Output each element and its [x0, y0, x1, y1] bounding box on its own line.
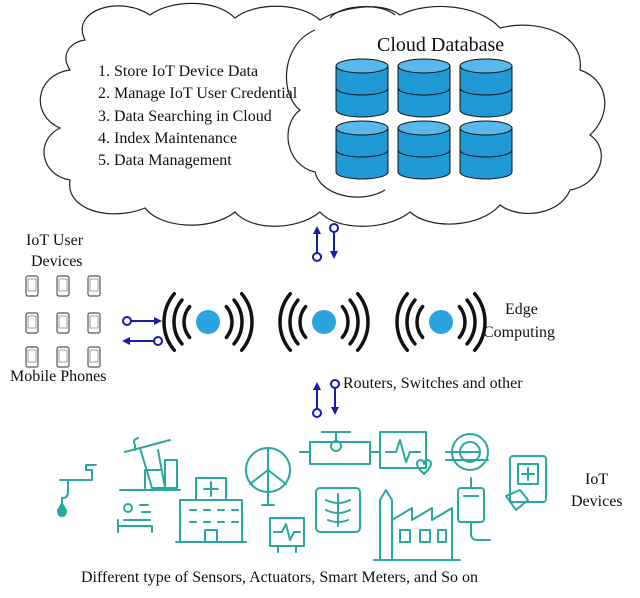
- database-cylinder-icon: [397, 58, 451, 118]
- iot-devices-label-line2: Devices: [571, 493, 623, 510]
- mobile-phone-icon: [25, 275, 39, 297]
- xray-icon: [315, 487, 361, 533]
- cloud-database-title: Cloud Database: [377, 34, 505, 56]
- iot-devices-label-line1: IoT: [585, 471, 609, 488]
- cloud-function-item: 2. Manage IoT User Credential: [98, 85, 298, 103]
- mobile-phone-icon: [56, 346, 70, 368]
- iot-devices-caption: Different type of Sensors, Actuators, Sm…: [81, 569, 478, 586]
- mobile-phones-caption: Mobile Phones: [10, 368, 107, 385]
- iot-user-devices-title-line1: IoT User: [26, 232, 84, 249]
- mobile-phone-icon: [87, 312, 101, 334]
- wireless-router-icon: [278, 291, 370, 353]
- mobile-phone-icon: [25, 312, 39, 334]
- mobile-phone-icon: [87, 275, 101, 297]
- hospital-icon: [175, 477, 247, 543]
- database-cylinder-icon: [397, 120, 451, 180]
- cloud-function-item: 1. Store IoT Device Data: [98, 63, 259, 80]
- wireless-router-icon: [162, 291, 254, 353]
- heartbeat-monitor-icon: [379, 431, 432, 475]
- patient-bed-icon: [117, 503, 153, 533]
- wind-turbine-icon: [245, 447, 291, 506]
- iot-user-devices-title-line2: Devices: [31, 253, 83, 270]
- database-cylinder-icon: [335, 120, 389, 180]
- cloud-function-item: 5. Data Management: [98, 152, 232, 170]
- wireless-router-icon: [395, 291, 487, 353]
- mobile-phone-group: [25, 275, 101, 368]
- database-cylinder-icon: [335, 58, 389, 118]
- mobile-phone-icon: [56, 312, 70, 334]
- factory-icon: [373, 489, 461, 561]
- database-cylinder-icon: [459, 58, 513, 118]
- cloud-function-list: 1. Store IoT Device Data 2. Manage IoT U…: [98, 61, 297, 172]
- water-tap-icon: [57, 464, 97, 517]
- edge-iot-arrows: [312, 379, 340, 418]
- tablet-medical-icon: [505, 455, 547, 511]
- oil-pump-icon: [119, 437, 181, 491]
- router-group: [162, 291, 487, 353]
- mobile-phone-icon: [25, 346, 39, 368]
- mobile-phone-icon: [56, 275, 70, 297]
- valve-icon: [299, 431, 381, 465]
- edge-computing-label-line2: Computing: [483, 324, 556, 341]
- database-cylinder-icon: [459, 120, 513, 180]
- cloud-function-item: 4. Index Maintenance: [98, 129, 238, 147]
- database-cylinder-group: [335, 58, 513, 180]
- iv-drip-icon: [457, 477, 491, 541]
- edge-computing-label-line1: Edge: [505, 301, 538, 318]
- cloud-edge-arrows: [312, 223, 339, 262]
- iot-device-icons: [57, 431, 547, 561]
- user-edge-arrows: [122, 316, 163, 346]
- routers-switches-caption: Routers, Switches and other: [343, 375, 523, 392]
- mri-scanner-icon: [445, 433, 489, 471]
- mobile-phone-icon: [87, 346, 101, 368]
- cloud-function-item: 3. Data Searching in Cloud: [98, 107, 272, 125]
- monitor-icon: [269, 517, 305, 553]
